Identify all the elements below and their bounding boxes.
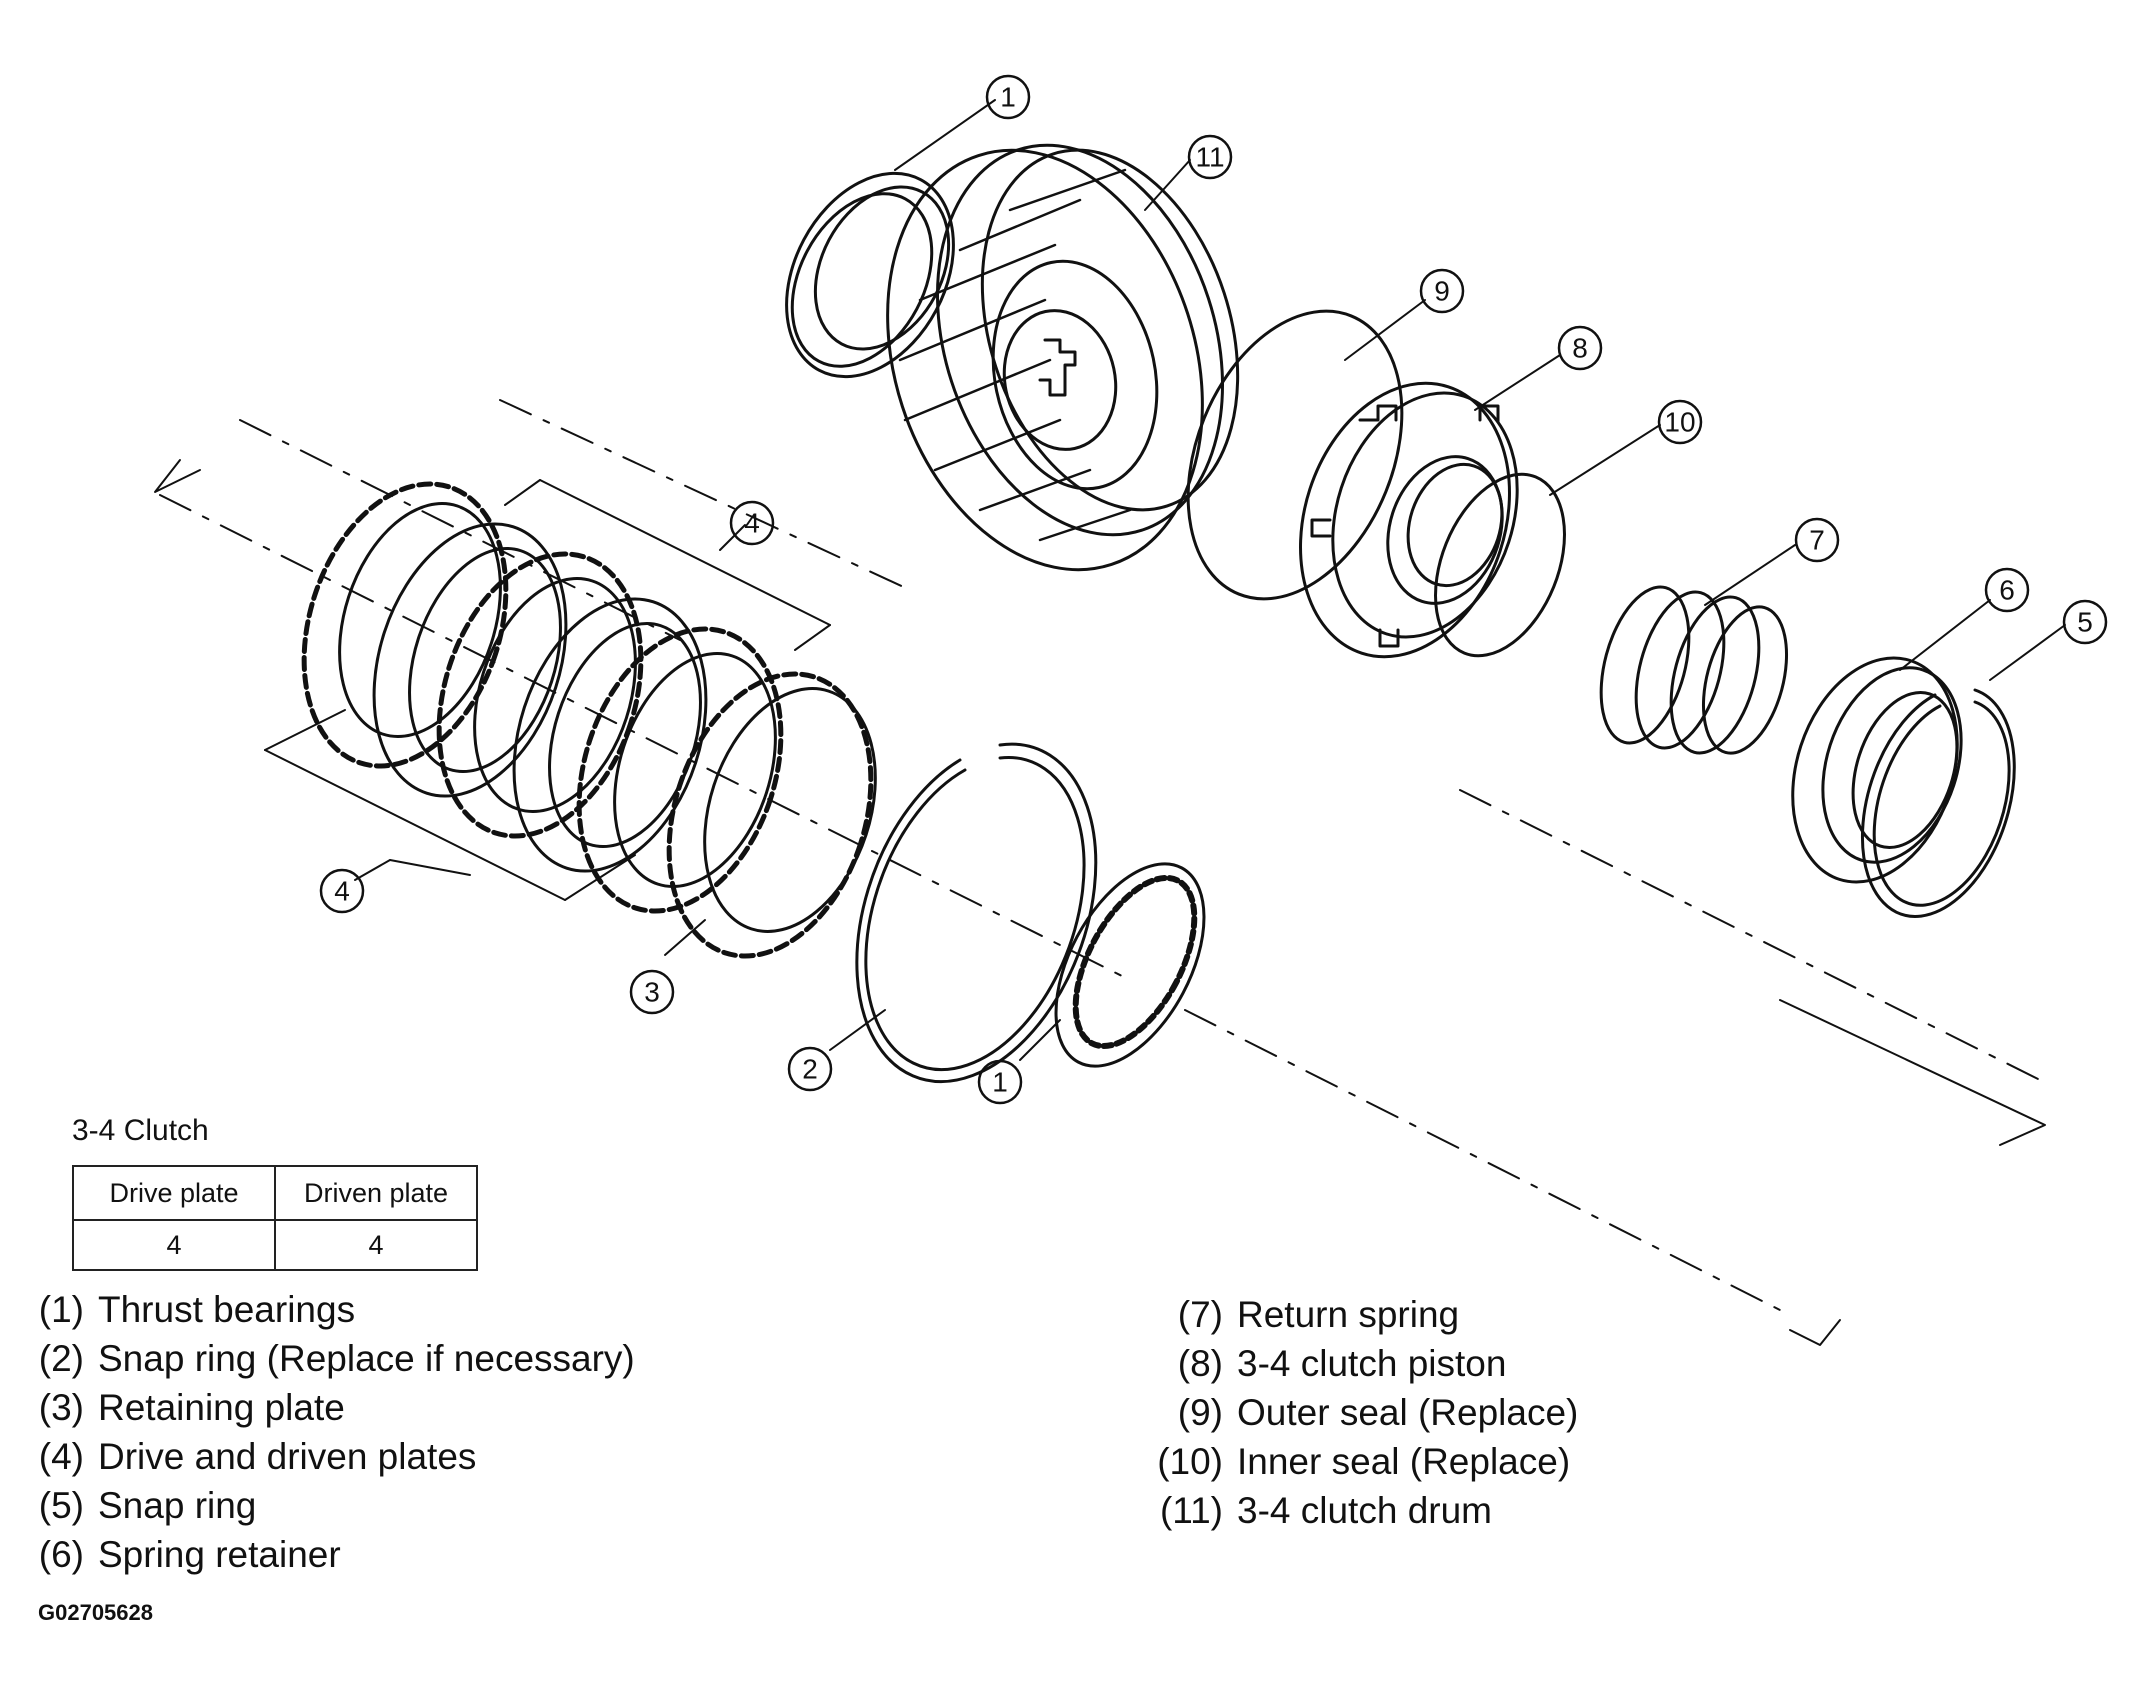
legend-number: (4) bbox=[38, 1436, 84, 1477]
thrust-bearing-top bbox=[785, 171, 955, 379]
callout-snap-ring-right: 5 bbox=[2077, 607, 2093, 638]
figure-id: G02705628 bbox=[38, 1600, 153, 1625]
retaining-plate bbox=[666, 671, 877, 959]
legend-item: (5) Snap ring bbox=[34, 1481, 635, 1530]
legend-item: (2) Snap ring (Replace if necessary) bbox=[34, 1334, 635, 1383]
legend-label: Snap ring (Replace if necessary) bbox=[98, 1338, 635, 1379]
axis-end-bottom bbox=[1789, 1319, 1841, 1346]
legend-number: (9) bbox=[1177, 1392, 1223, 1433]
legend-number: (1) bbox=[38, 1289, 84, 1330]
spring-retainer bbox=[1791, 656, 1963, 884]
axis-end-left bbox=[154, 459, 201, 493]
callout-outer-seal: 9 bbox=[1434, 276, 1450, 307]
legend-item: (8) 3-4 clutch piston bbox=[1155, 1339, 1578, 1388]
legend-item: (10) Inner seal (Replace) bbox=[1155, 1437, 1578, 1486]
callout-return-spring: 7 bbox=[1809, 525, 1825, 556]
clutch-table-title: 3-4 Clutch bbox=[72, 1114, 209, 1147]
legend-number: (6) bbox=[38, 1534, 84, 1575]
legend-label: 3-4 clutch drum bbox=[1237, 1490, 1492, 1531]
legend-number: (2) bbox=[38, 1338, 84, 1379]
legend-item: (9) Outer seal (Replace) bbox=[1155, 1388, 1579, 1437]
snap-ring-lower bbox=[855, 742, 1098, 1084]
parts-legend-left: (1) Thrust bearings (2) Snap ring (Replace… bbox=[34, 1285, 635, 1579]
table-row: 4 4 bbox=[72, 1219, 478, 1271]
legend-label: Drive and driven plates bbox=[98, 1436, 477, 1477]
legend-item: (6) Spring retainer bbox=[34, 1530, 635, 1579]
callout-spring-retainer: 6 bbox=[1999, 575, 2015, 606]
parts-legend-right: (7) Return spring (8) 3-4 clutch piston (9… bbox=[1155, 1290, 1578, 1535]
legend-number: (7) bbox=[1177, 1294, 1223, 1335]
callout-inner-seal: 10 bbox=[1664, 407, 1695, 438]
legend-label: Inner seal (Replace) bbox=[1237, 1441, 1571, 1482]
snap-ring-right bbox=[1860, 688, 2016, 918]
callout-thrust-bearing-bottom: 1 bbox=[992, 1067, 1008, 1098]
clutch-piston bbox=[1299, 381, 1519, 659]
callout-clutch-drum: 11 bbox=[1195, 142, 1224, 173]
legend-item: (3) Retaining plate bbox=[34, 1383, 635, 1432]
drive-driven-plates bbox=[301, 481, 784, 914]
callout-retaining-plate: 3 bbox=[644, 977, 660, 1008]
legend-item: (1) Thrust bearings bbox=[34, 1285, 635, 1334]
legend-number: (3) bbox=[38, 1387, 84, 1428]
plate-brackets bbox=[264, 479, 831, 901]
leader-lines bbox=[354, 99, 2066, 1061]
thrust-bearing-bottom bbox=[1054, 862, 1206, 1068]
callout-snap-ring-lower: 2 bbox=[802, 1054, 818, 1085]
drive-plate-count: 4 bbox=[72, 1219, 276, 1271]
callout-clutch-piston: 8 bbox=[1572, 333, 1588, 364]
legend-number: (10) bbox=[1157, 1441, 1223, 1482]
legend-item: (11) 3-4 clutch drum bbox=[1155, 1486, 1578, 1535]
callout-plates-lower: 4 bbox=[334, 876, 350, 907]
legend-label: Snap ring bbox=[98, 1485, 257, 1526]
legend-item: (4) Drive and driven plates bbox=[34, 1432, 635, 1481]
axis-end-right bbox=[1779, 999, 2046, 1146]
legend-label: Retaining plate bbox=[98, 1387, 345, 1428]
legend-item: (7) Return spring bbox=[1155, 1290, 1578, 1339]
header-drive-plate: Drive plate bbox=[72, 1165, 276, 1221]
legend-label: Outer seal (Replace) bbox=[1237, 1392, 1579, 1433]
clutch-drum bbox=[886, 143, 1240, 572]
table-header-row: Drive plate Driven plate bbox=[72, 1165, 478, 1221]
return-spring bbox=[1599, 585, 1789, 755]
legend-label: 3-4 clutch piston bbox=[1237, 1343, 1507, 1384]
legend-number: (11) bbox=[1159, 1490, 1223, 1531]
legend-number: (5) bbox=[38, 1485, 84, 1526]
driven-plate-count: 4 bbox=[274, 1219, 478, 1271]
callout-plates-upper: 4 bbox=[744, 508, 760, 539]
legend-label: Spring retainer bbox=[98, 1534, 341, 1575]
callout-markers bbox=[319, 74, 2108, 1105]
clutch-plates-table: Drive plate Driven plate 4 4 bbox=[72, 1165, 478, 1271]
inner-seal bbox=[1434, 472, 1566, 658]
legend-number: (8) bbox=[1177, 1343, 1223, 1384]
callout-thrust-bearing-top: 1 bbox=[1000, 82, 1016, 113]
legend-label: Return spring bbox=[1237, 1294, 1460, 1335]
outer-seal bbox=[1186, 309, 1404, 601]
legend-label: Thrust bearings bbox=[98, 1289, 356, 1330]
header-driven-plate: Driven plate bbox=[274, 1165, 478, 1221]
